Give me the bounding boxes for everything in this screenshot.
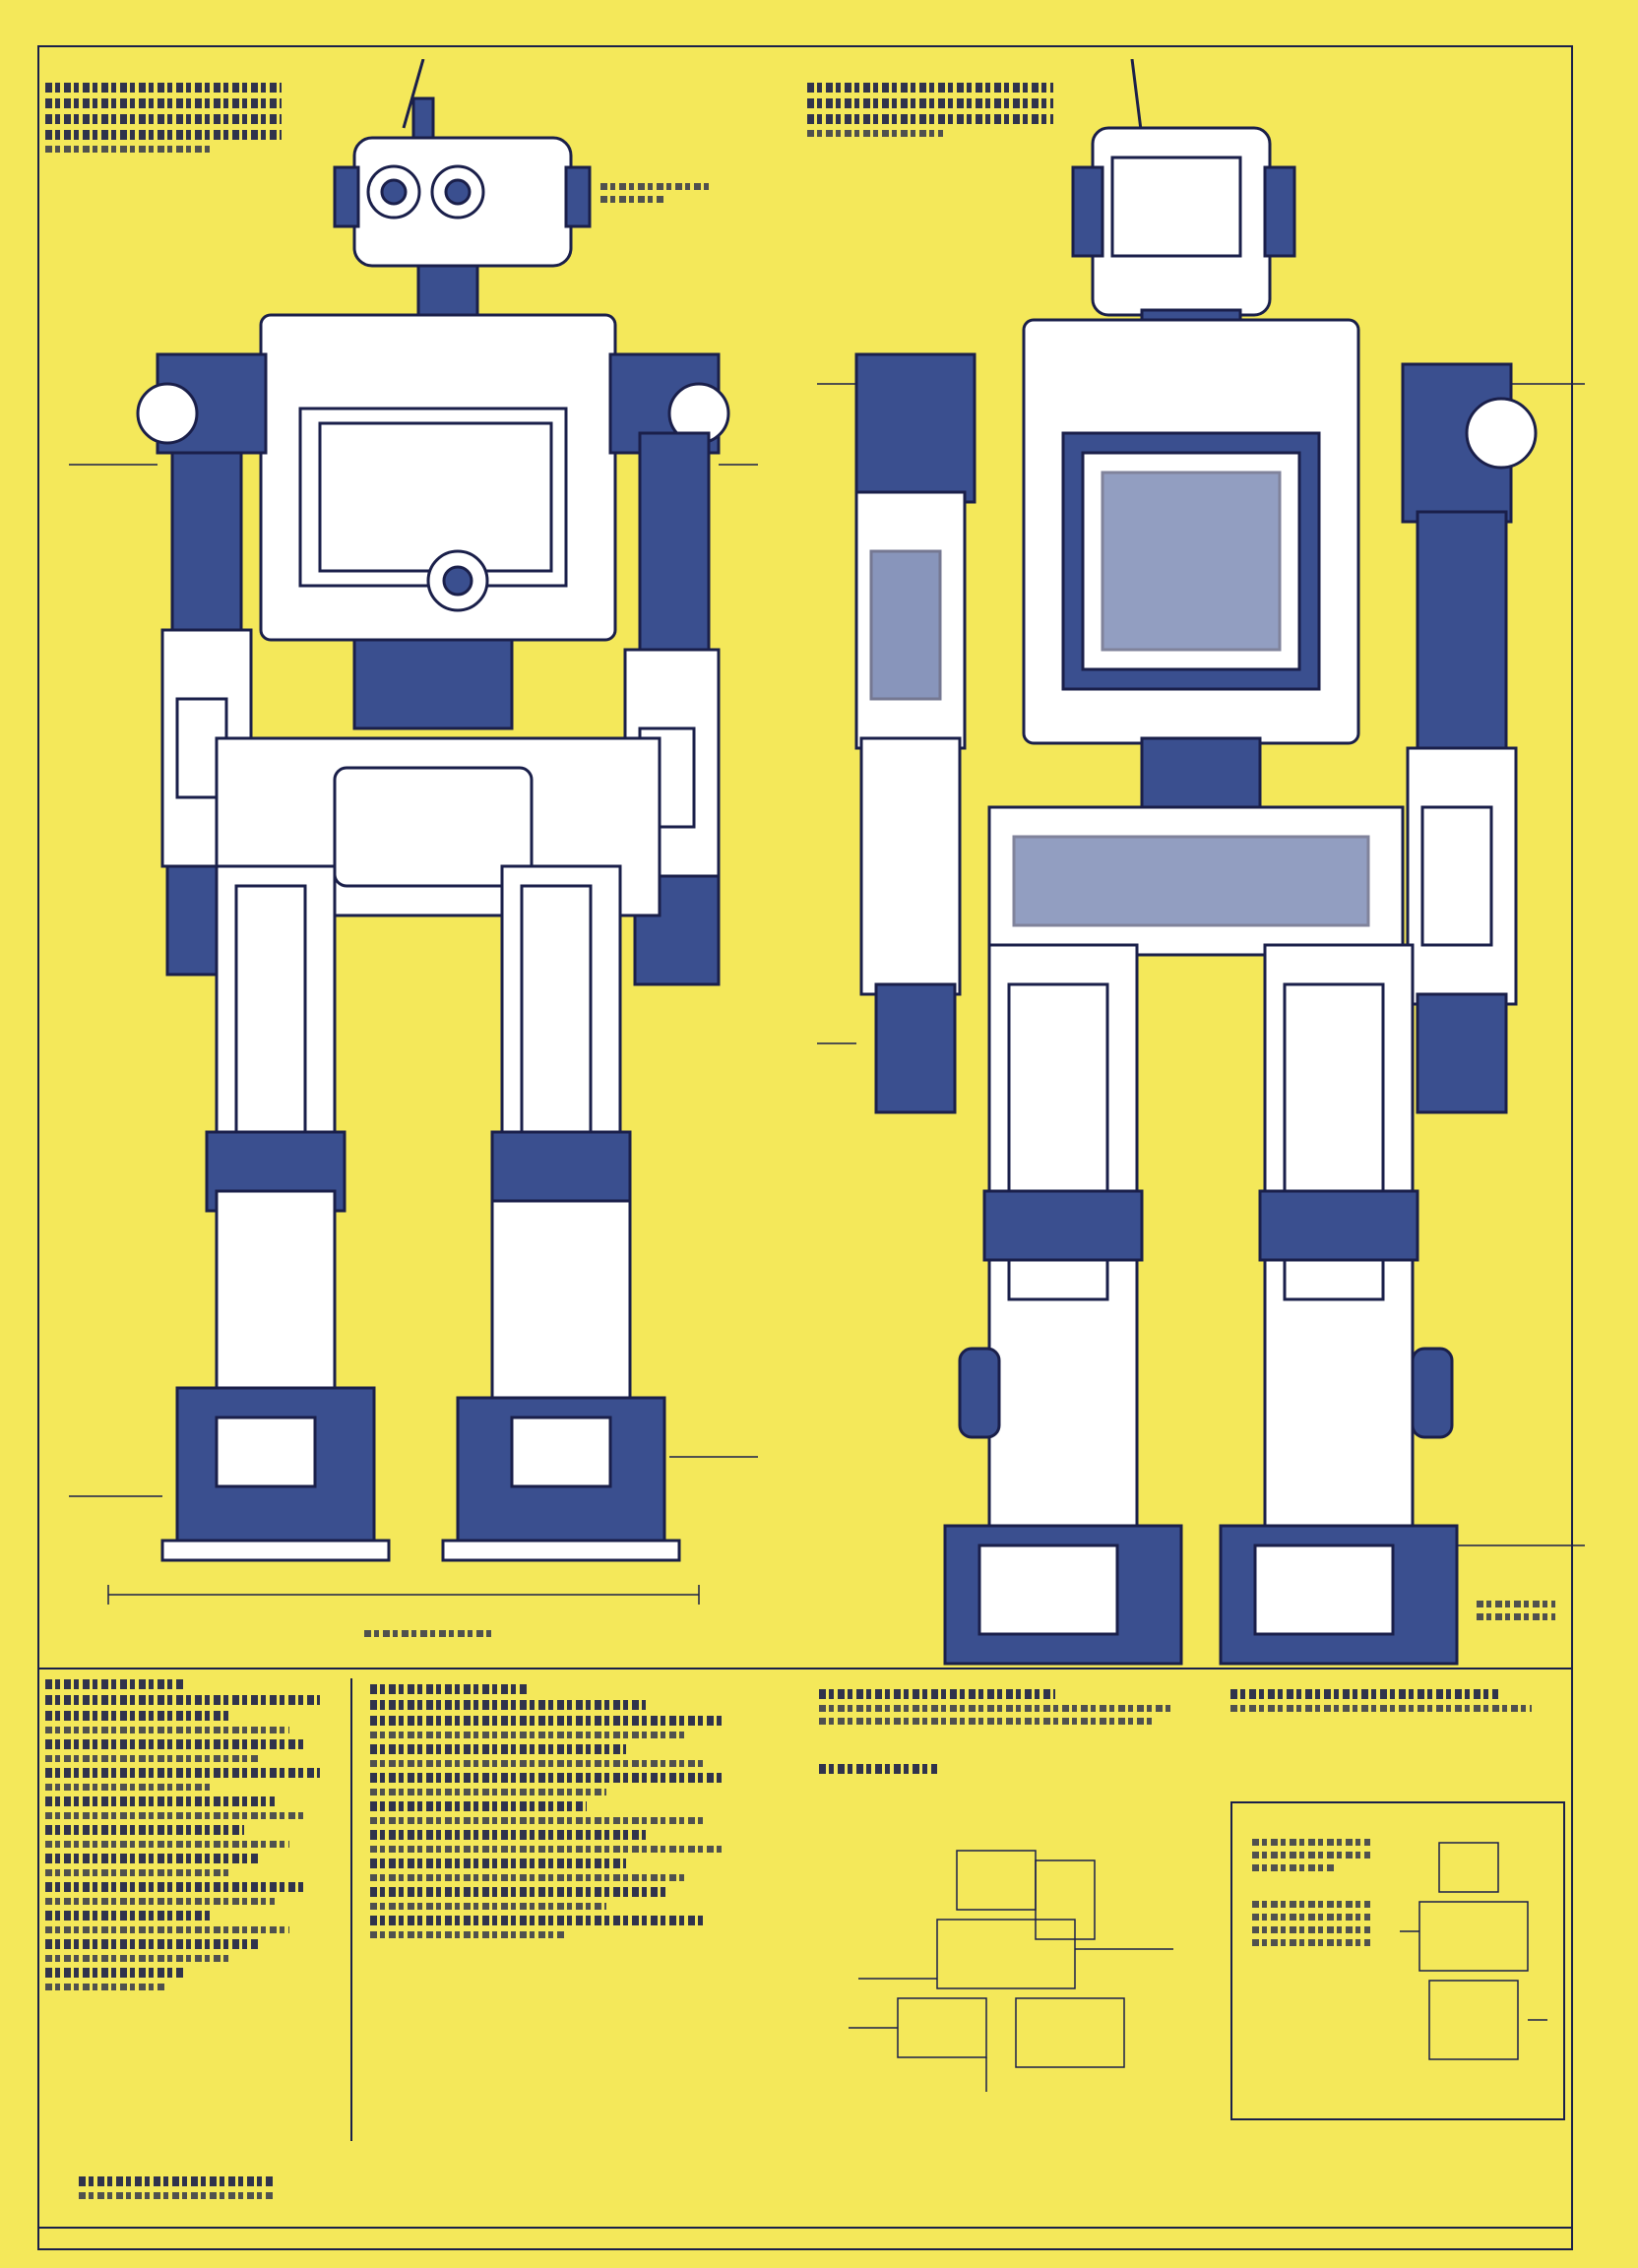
side-front-arm — [1401, 362, 1513, 524]
front-view-dimension-label — [364, 1624, 492, 1643]
specifications-panel — [45, 1673, 350, 2136]
mechanism-detail-panel — [819, 1683, 1213, 2126]
assembly-notes-panel — [350, 1678, 764, 2141]
title-block — [37, 2227, 1573, 2250]
side-view — [817, 59, 1585, 1666]
component-sketch-frame — [1230, 1801, 1565, 2120]
side-view-callouts — [1477, 1595, 1555, 1626]
front-view-header-notes — [45, 77, 282, 158]
footer-revision-notes — [79, 2171, 276, 2205]
component-detail-panel — [1230, 1683, 1565, 2126]
front-view-callouts — [600, 177, 709, 209]
mechanism-sketch — [849, 1850, 1173, 2092]
side-rear-arm — [854, 352, 976, 504]
drawing-area — [37, 45, 1573, 1670]
component-sketch — [1400, 1842, 1547, 2060]
right-upper-arm — [638, 431, 711, 671]
side-view-header-notes — [807, 77, 1053, 143]
front-view — [69, 59, 758, 1605]
